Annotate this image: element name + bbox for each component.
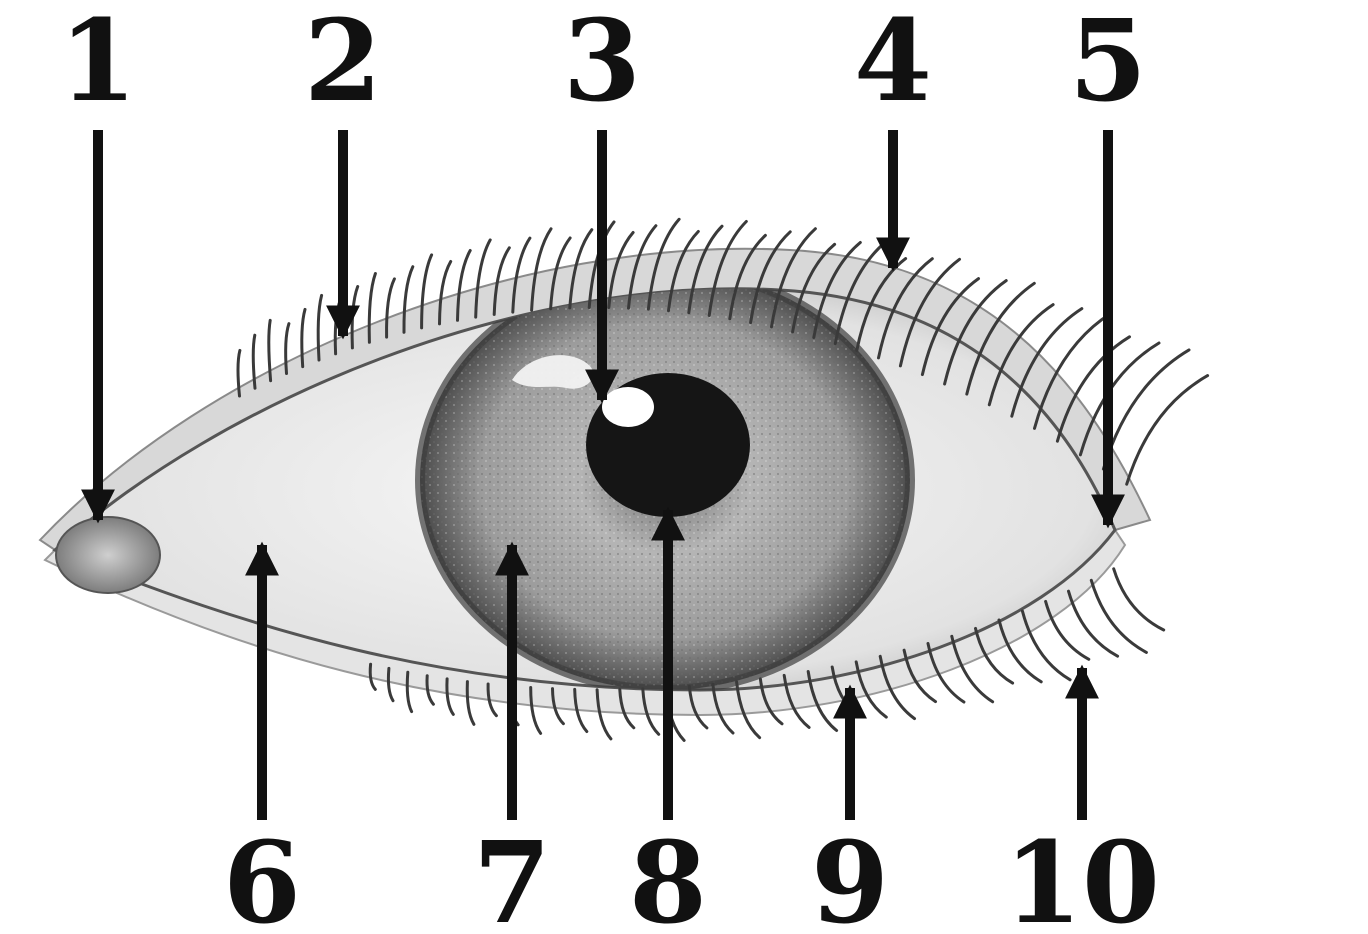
eyelash (253, 335, 255, 388)
label-6: 6 (223, 818, 301, 934)
caruncle (56, 517, 160, 593)
label-10: 10 (1004, 818, 1160, 934)
eye-illustration (40, 219, 1208, 740)
eyelash (1127, 376, 1208, 485)
eyelash (1103, 350, 1189, 469)
label-7: 7 (473, 818, 551, 934)
label-9: 9 (811, 818, 889, 934)
label-3: 3 (563, 0, 641, 127)
eyelash (269, 320, 271, 380)
label-8: 8 (629, 818, 707, 934)
eyelash (238, 350, 240, 396)
label-2: 2 (304, 0, 382, 127)
eyelash (1114, 569, 1164, 630)
label-5: 5 (1069, 0, 1147, 127)
label-4: 4 (854, 0, 932, 127)
label-1: 1 (59, 0, 137, 127)
corneal-highlight (602, 387, 654, 427)
